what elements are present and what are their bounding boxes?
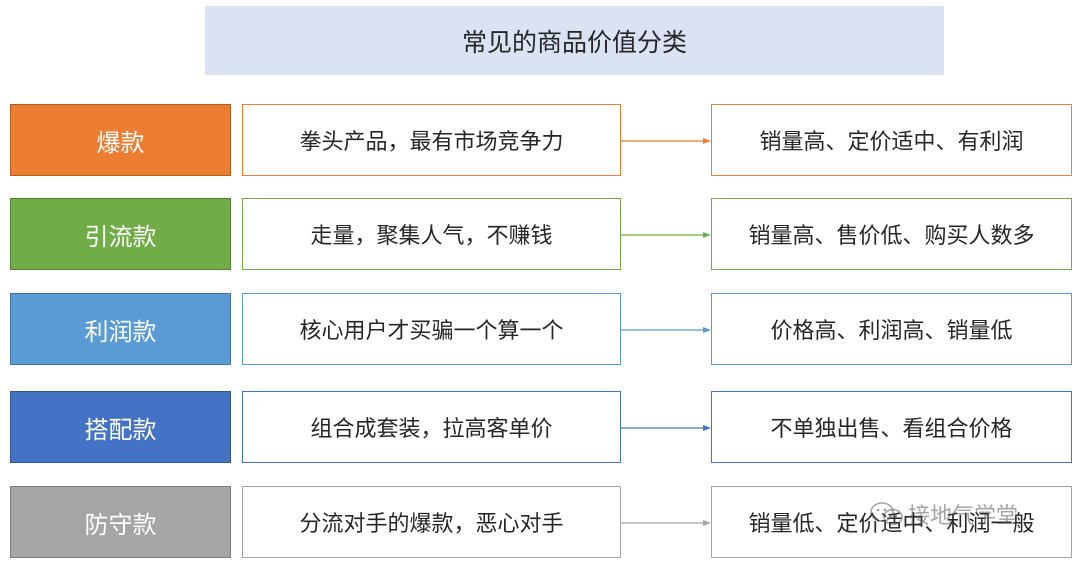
category-label: 利润款 — [10, 293, 231, 365]
arrow-connector — [621, 520, 711, 526]
category-result: 销量低、定价适中、利润一般 — [711, 486, 1072, 558]
arrow-connector — [621, 425, 711, 431]
category-description: 分流对手的爆款，恶心对手 — [242, 486, 621, 558]
category-result: 不单独出售、看组合价格 — [711, 391, 1072, 463]
diagram-title: 常见的商品价值分类 — [205, 6, 944, 75]
category-row-profit: 利润款 核心用户才买骗一个算一个 价格高、利润高、销量低 — [0, 293, 1080, 365]
arrow-connector — [621, 232, 711, 238]
category-label: 爆款 — [10, 104, 231, 176]
category-row-traffic: 引流款 走量，聚集人气，不赚钱 销量高、售价低、购买人数多 — [0, 198, 1080, 270]
category-result: 销量高、定价适中、有利润 — [711, 104, 1072, 176]
category-label: 引流款 — [10, 198, 231, 270]
arrow-connector — [621, 138, 711, 144]
category-description: 走量，聚集人气，不赚钱 — [242, 198, 621, 270]
category-label: 搭配款 — [10, 391, 231, 463]
category-description: 拳头产品，最有市场竞争力 — [242, 104, 621, 176]
category-row-bundle: 搭配款 组合成套装，拉高客单价 不单独出售、看组合价格 — [0, 391, 1080, 463]
category-row-hot: 爆款 拳头产品，最有市场竞争力 销量高、定价适中、有利润 — [0, 104, 1080, 176]
category-result: 价格高、利润高、销量低 — [711, 293, 1072, 365]
category-row-defense: 防守款 分流对手的爆款，恶心对手 销量低、定价适中、利润一般 — [0, 486, 1080, 558]
category-description: 组合成套装，拉高客单价 — [242, 391, 621, 463]
category-result: 销量高、售价低、购买人数多 — [711, 198, 1072, 270]
arrow-connector — [621, 327, 711, 333]
category-description: 核心用户才买骗一个算一个 — [242, 293, 621, 365]
category-label: 防守款 — [10, 486, 231, 558]
